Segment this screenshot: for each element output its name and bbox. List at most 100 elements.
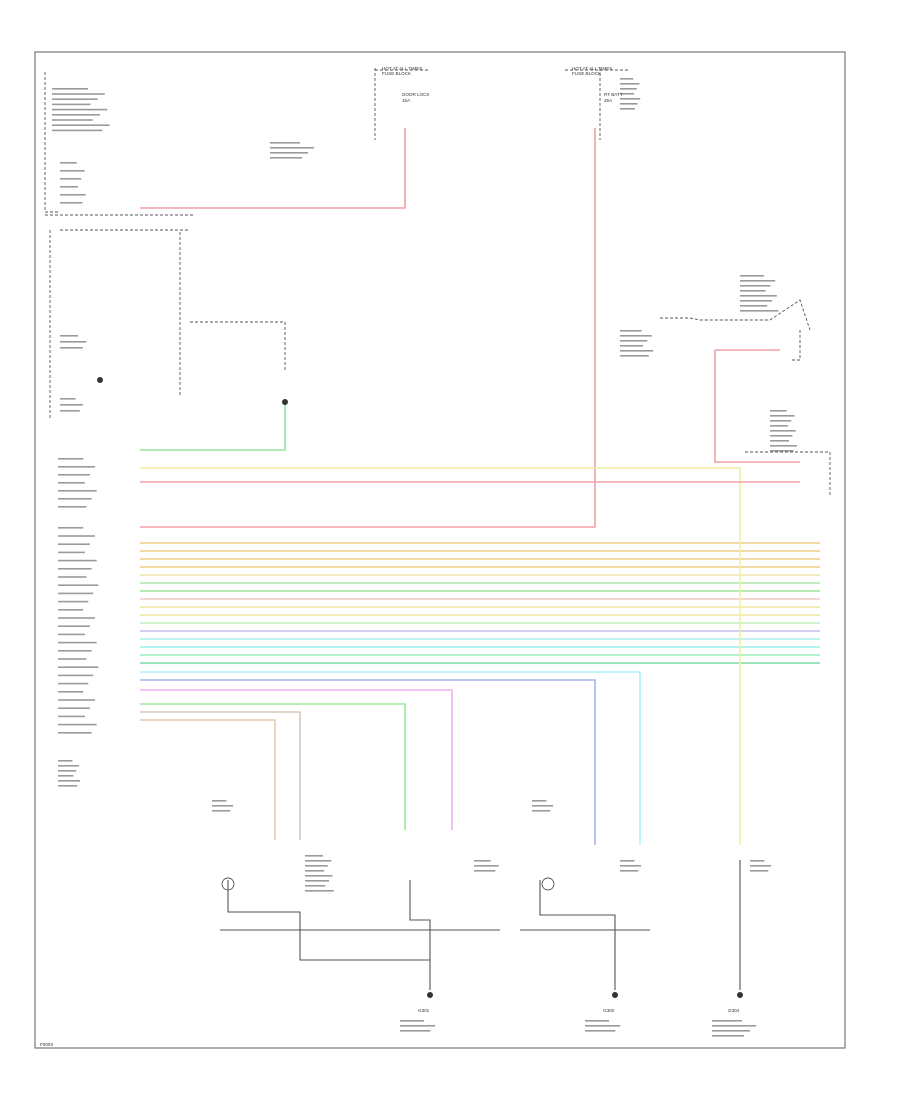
fine-print-line [770, 420, 792, 422]
fuse-left-rating: 15A [402, 98, 411, 103]
ground-icon [282, 399, 288, 405]
fine-print-line [750, 860, 765, 862]
fuse-right-name: RT BATT [604, 92, 623, 97]
fine-print-line [58, 482, 85, 484]
wire [140, 671, 641, 845]
fine-print-line [712, 1035, 744, 1037]
fine-print-line [620, 330, 642, 332]
fine-print-line [585, 1020, 609, 1022]
fine-print-line [305, 875, 333, 877]
fine-print-line [58, 633, 85, 636]
fine-print-line [52, 114, 100, 116]
fine-print-line [58, 699, 95, 701]
fine-print-line [620, 355, 649, 357]
ground-icon [612, 992, 618, 998]
fine-print-line [620, 108, 635, 110]
fine-print-line [740, 300, 772, 302]
fine-print-line [620, 870, 639, 872]
fine-print-line [770, 450, 794, 452]
fine-print-line [740, 275, 764, 277]
fine-print-line [58, 551, 85, 554]
fine-print-line [58, 506, 87, 508]
fine-print-line [585, 1030, 616, 1032]
wire [140, 128, 596, 528]
fine-print-line [58, 666, 99, 668]
fine-print-line [58, 584, 99, 586]
fine-print-line [58, 650, 92, 652]
fine-print-line [58, 568, 92, 570]
fine-print-line [620, 78, 634, 80]
fine-print-line [305, 860, 332, 862]
fine-print-line [60, 170, 85, 172]
fine-print-line [270, 152, 308, 154]
fine-print-line [270, 147, 314, 149]
fine-print-line [400, 1025, 436, 1027]
wire [140, 128, 406, 209]
ground-label-2: G302 [603, 1008, 615, 1013]
fine-print-line [58, 770, 77, 772]
fine-print-line [58, 641, 97, 644]
fine-print-line [58, 765, 80, 767]
fine-print-line [60, 404, 83, 406]
wire [140, 711, 301, 840]
fine-print-line [532, 810, 551, 812]
fine-print-line [60, 178, 82, 180]
wire [140, 467, 741, 845]
fine-print-line [212, 805, 234, 807]
fine-print-line [770, 440, 790, 442]
fine-print-line [58, 609, 84, 611]
fine-print-line [52, 93, 105, 95]
fine-print-line [712, 1030, 750, 1032]
wire [140, 402, 286, 451]
fine-print-line [620, 103, 638, 105]
fine-print-line [585, 1025, 621, 1027]
fine-print-line [770, 410, 787, 412]
fine-print-line [770, 430, 796, 432]
fine-print-line [712, 1025, 756, 1027]
fine-print-line [58, 559, 97, 562]
diagram-frame [34, 51, 846, 1049]
fine-print-line [305, 880, 329, 882]
fine-print-line [740, 310, 779, 312]
fine-print-line [60, 186, 78, 188]
fine-print-line [532, 800, 547, 802]
wire [140, 719, 276, 840]
fine-print-line [474, 860, 491, 862]
fine-print-line [270, 157, 302, 159]
fine-print-line [58, 600, 89, 603]
fine-print-line [52, 124, 110, 126]
fine-print-line [58, 625, 90, 627]
fine-print-line [58, 490, 97, 492]
fuse-left-name: DOOR LOCK [402, 92, 431, 97]
fine-print-line [52, 88, 88, 90]
fine-print-line [620, 340, 648, 342]
fine-print-line [58, 535, 95, 537]
fine-print-line [305, 870, 325, 872]
fine-print-line [620, 88, 637, 90]
fine-print-line [740, 290, 766, 292]
fine-print-line [60, 341, 87, 343]
fuse-right-rating: 25A [604, 98, 613, 103]
fine-print-line [58, 527, 84, 529]
ground-label-3: G304 [728, 1008, 740, 1013]
wire [140, 679, 596, 845]
fine-print-line [60, 194, 86, 196]
fine-print-line [58, 458, 84, 460]
fine-print-line [474, 870, 496, 872]
dashed-components [44, 68, 831, 495]
fine-print-line [52, 119, 93, 121]
fine-print-line [620, 93, 635, 95]
fine-print-line [58, 466, 95, 468]
wire [140, 703, 406, 830]
text-lines [52, 78, 797, 1037]
fine-print-line [60, 162, 77, 164]
fine-print-line [52, 108, 108, 111]
fine-print-line [58, 691, 84, 693]
fine-print-line [620, 865, 642, 867]
fine-print-line [740, 285, 771, 287]
fine-print-line [52, 103, 91, 106]
fine-print-line [770, 445, 797, 447]
fine-print-line [58, 732, 92, 734]
fine-print-line [58, 543, 90, 545]
